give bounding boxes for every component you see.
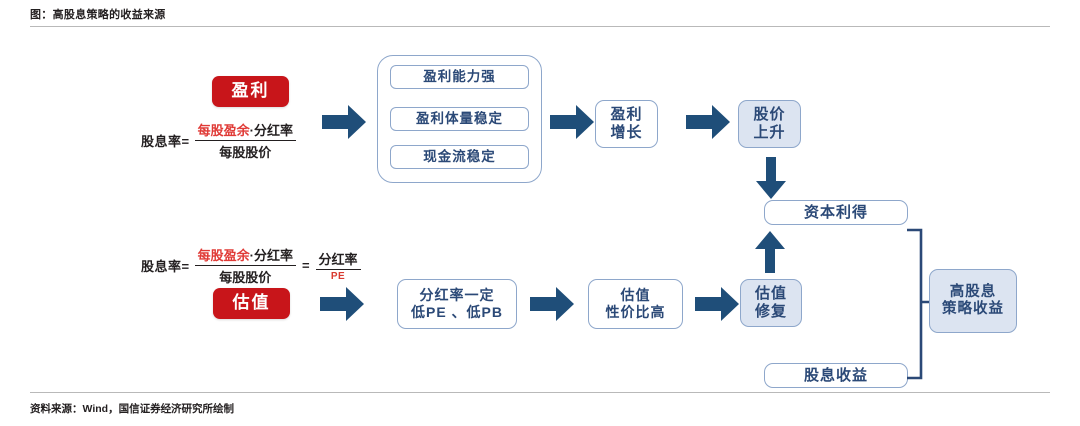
formula-fraction-bottom-1: 每股盈余·分红率 每股股价: [194, 245, 296, 286]
formula-numerator-top: 每股盈余·分红率: [194, 120, 296, 141]
profit-growth-node: 盈利 增长: [595, 100, 658, 148]
arrow-valuation-cheap-to-repair: [695, 287, 739, 321]
formula-equals-sign: =: [301, 258, 310, 273]
formula-fraction-bottom-2: 分红率 PE: [315, 249, 361, 282]
formula-denominator-top: 每股股价: [219, 145, 272, 160]
formula-numerator-bottom-2: 分红率: [315, 249, 361, 270]
dividend-yield-formula-bottom: 股息率= 每股盈余·分红率 每股股价 = 分红率 PE: [141, 245, 364, 286]
formula-denominator-bottom-2: PE: [330, 271, 346, 282]
formula-denominator-bottom-1: 每股股价: [219, 270, 272, 285]
summary-bracket: [905, 228, 937, 385]
formula-lead-bottom: 股息率=: [141, 259, 190, 274]
formula-lead-top: 股息率=: [141, 134, 190, 149]
arrow-earnings-to-traits: [322, 105, 366, 139]
price-up-node: 股价 上升: [738, 100, 801, 148]
formula-numerator-bottom-1: 每股盈余·分红率: [194, 245, 296, 266]
figure-source: 资料来源：Wind，国信证券经济研究所绘制: [30, 403, 235, 415]
arrow-valuation-repair-to-capital-gain: [755, 231, 785, 273]
figure-title: 图：高股息策略的收益来源: [30, 9, 166, 21]
formula-fraction-top: 每股盈余·分红率 每股股价: [194, 120, 296, 161]
earnings-trait-1: 盈利体量稳定: [390, 107, 529, 131]
source-divider: [30, 392, 1050, 393]
valuation-badge: 估值: [213, 288, 290, 319]
valuation-cheap-node: 估值 性价比高: [588, 279, 683, 329]
arrow-profit-growth-to-price-up: [686, 105, 730, 139]
capital-gain-node: 资本利得: [764, 200, 908, 225]
earnings-trait-0: 盈利能力强: [390, 65, 529, 89]
arrow-valuation-to-payout: [320, 287, 364, 321]
title-divider: [30, 26, 1050, 27]
total-return-node: 高股息 策略收益: [929, 269, 1017, 333]
dividend-income-node: 股息收益: [764, 363, 908, 388]
earnings-trait-2: 现金流稳定: [390, 145, 529, 169]
arrow-price-up-to-capital-gain: [756, 157, 786, 199]
valuation-repair-node: 估值 修复: [740, 279, 802, 327]
arrow-payout-to-valuation-cheap: [530, 287, 574, 321]
dividend-yield-formula-top: 股息率= 每股盈余·分红率 每股股价: [141, 120, 299, 161]
payout-low-pe-node: 分红率一定 低PE 、低PB: [397, 279, 517, 329]
earnings-badge: 盈利: [212, 76, 289, 107]
arrow-traits-to-profit-growth: [550, 105, 594, 139]
